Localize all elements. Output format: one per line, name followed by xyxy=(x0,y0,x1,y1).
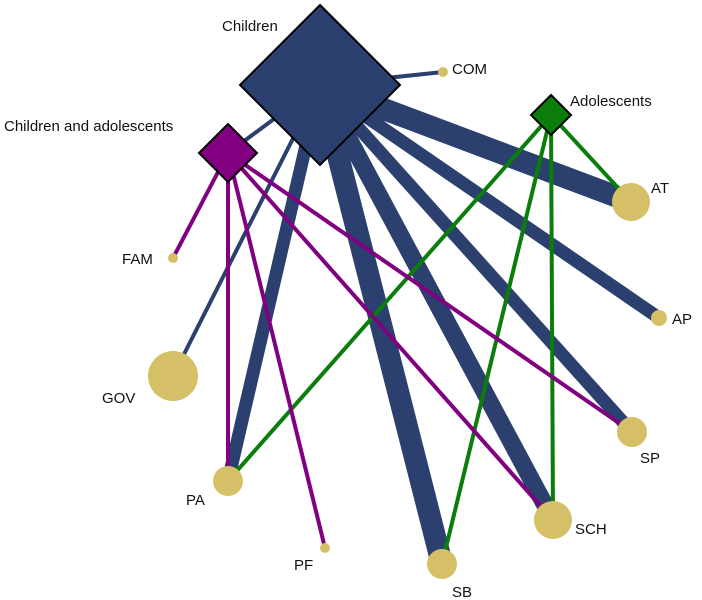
outcome-node-pa xyxy=(213,466,243,496)
outcome-node-gov xyxy=(148,351,198,401)
edge-adolescents-sch xyxy=(549,114,555,521)
outcome-node-sp xyxy=(617,417,647,447)
outcome-label-at: AT xyxy=(651,180,669,197)
labels-layer: COM AT AP SP SCH SB PF PA GOV FAM ChildrenAdolesce… xyxy=(4,18,692,600)
outcome-node-com xyxy=(438,67,448,77)
outcome-label-sp: SP xyxy=(640,450,660,467)
edge-children-and-adolescents-sp xyxy=(226,151,634,434)
group-node-children xyxy=(238,3,402,167)
outcome-label-sch: SCH xyxy=(575,521,607,538)
edge-children-sp xyxy=(315,80,637,437)
outcome-node-sch xyxy=(534,501,572,539)
edge-children-and-adolescents-pf xyxy=(226,152,327,549)
outcome-label-gov: GOV xyxy=(102,390,135,407)
edge-children-ap xyxy=(316,79,663,324)
nodes-layer xyxy=(148,3,667,579)
edge-children-and-adolescents-sch xyxy=(226,151,555,522)
outcome-node-pf xyxy=(320,543,330,553)
outcome-node-fam xyxy=(168,253,178,263)
outcome-label-com: COM xyxy=(452,61,487,78)
outcome-node-ap xyxy=(651,310,667,326)
outcome-label-pf: PF xyxy=(294,557,313,574)
group-label-children: Children xyxy=(222,18,278,35)
outcome-label-sb: SB xyxy=(452,584,472,600)
edge-adolescents-pa xyxy=(226,113,553,483)
outcome-label-fam: FAM xyxy=(122,251,153,268)
outcome-label-pa: PA xyxy=(186,492,205,509)
edge-children-sch xyxy=(312,80,561,525)
group-node-adolescents xyxy=(529,93,573,137)
group-label-adolescents: Adolescents xyxy=(570,93,652,110)
outcome-node-at xyxy=(612,183,650,221)
group-label-children-and-adolescents: Children and adolescents xyxy=(4,118,173,135)
outcome-node-sb xyxy=(427,549,457,579)
outcome-label-ap: AP xyxy=(672,311,692,328)
group-node-children-and-adolescents xyxy=(197,122,259,184)
edge-adolescents-at xyxy=(549,113,633,204)
